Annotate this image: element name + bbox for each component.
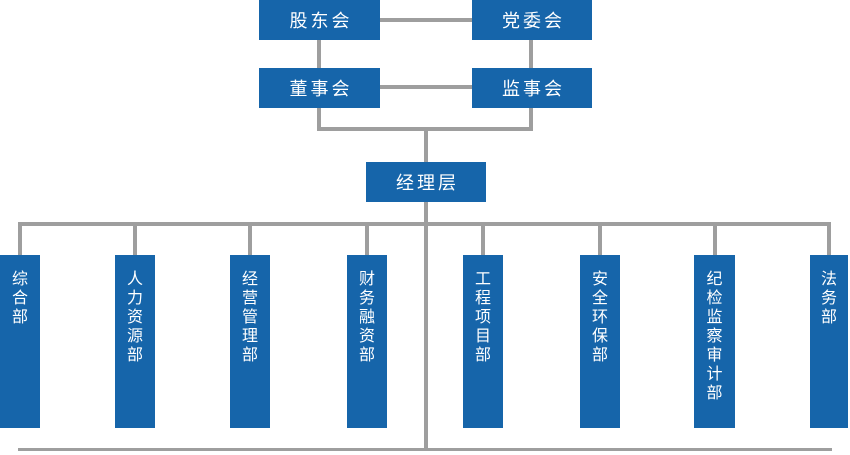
org-node-dept-human-resources: 人力资源部 [115, 255, 155, 428]
connector-shareholders-to-board [317, 40, 321, 68]
dept-label: 工程项目部 [474, 269, 491, 364]
connector-drop-dept-2 [133, 222, 137, 256]
org-node-dept-operations-management: 经营管理部 [230, 255, 270, 428]
dept-label: 财务融资部 [358, 269, 375, 364]
org-node-supervisory: 监事会 [472, 68, 592, 108]
org-node-party-committee-label: 党委会 [502, 11, 565, 32]
org-node-party-committee: 党委会 [472, 0, 592, 40]
org-node-dept-legal: 法务部 [810, 255, 848, 428]
org-node-management-label: 经理层 [396, 173, 459, 194]
connector-drop-dept-1 [18, 222, 22, 256]
connector-bracket-to-management [424, 127, 428, 162]
dept-label: 纪检监察审计部 [706, 269, 723, 402]
connector-drop-dept-7 [713, 222, 717, 256]
org-node-dept-finance-financing: 财务融资部 [347, 255, 387, 428]
dept-label: 综合部 [11, 269, 28, 326]
org-node-board: 董事会 [259, 68, 380, 108]
dept-label: 人力资源部 [126, 269, 143, 364]
connector-party-to-supervisory [529, 40, 533, 68]
connector-drop-dept-8 [827, 222, 831, 256]
connector-drop-dept-3 [248, 222, 252, 256]
connector-management-to-bottom [424, 202, 428, 451]
dept-label: 经营管理部 [241, 269, 258, 364]
connector-drop-dept-6 [598, 222, 602, 256]
org-node-shareholders: 股东会 [259, 0, 380, 40]
org-node-supervisory-label: 监事会 [502, 79, 565, 100]
org-node-dept-safety-environment: 安全环保部 [580, 255, 620, 428]
org-node-dept-general: 综合部 [0, 255, 40, 428]
org-node-dept-discipline-audit: 纪检监察审计部 [694, 255, 735, 428]
connector-bottom-horizontal [18, 448, 832, 451]
dept-label: 安全环保部 [591, 269, 608, 364]
dept-label: 法务部 [820, 269, 837, 326]
connector-board-bracket-left [317, 108, 321, 131]
connector-board-supervisory-horizontal [380, 85, 472, 89]
connector-drop-dept-5 [481, 222, 485, 256]
org-node-management: 经理层 [366, 162, 486, 202]
org-node-board-label: 董事会 [289, 79, 353, 100]
org-node-dept-engineering-projects: 工程项目部 [463, 255, 503, 428]
org-node-shareholders-label: 股东会 [289, 11, 353, 32]
connector-supervisory-bracket-right [529, 108, 533, 131]
connector-drop-dept-4 [365, 222, 369, 256]
connector-shareholders-party-horizontal [380, 18, 472, 22]
connector-departments-horizontal [18, 222, 831, 226]
